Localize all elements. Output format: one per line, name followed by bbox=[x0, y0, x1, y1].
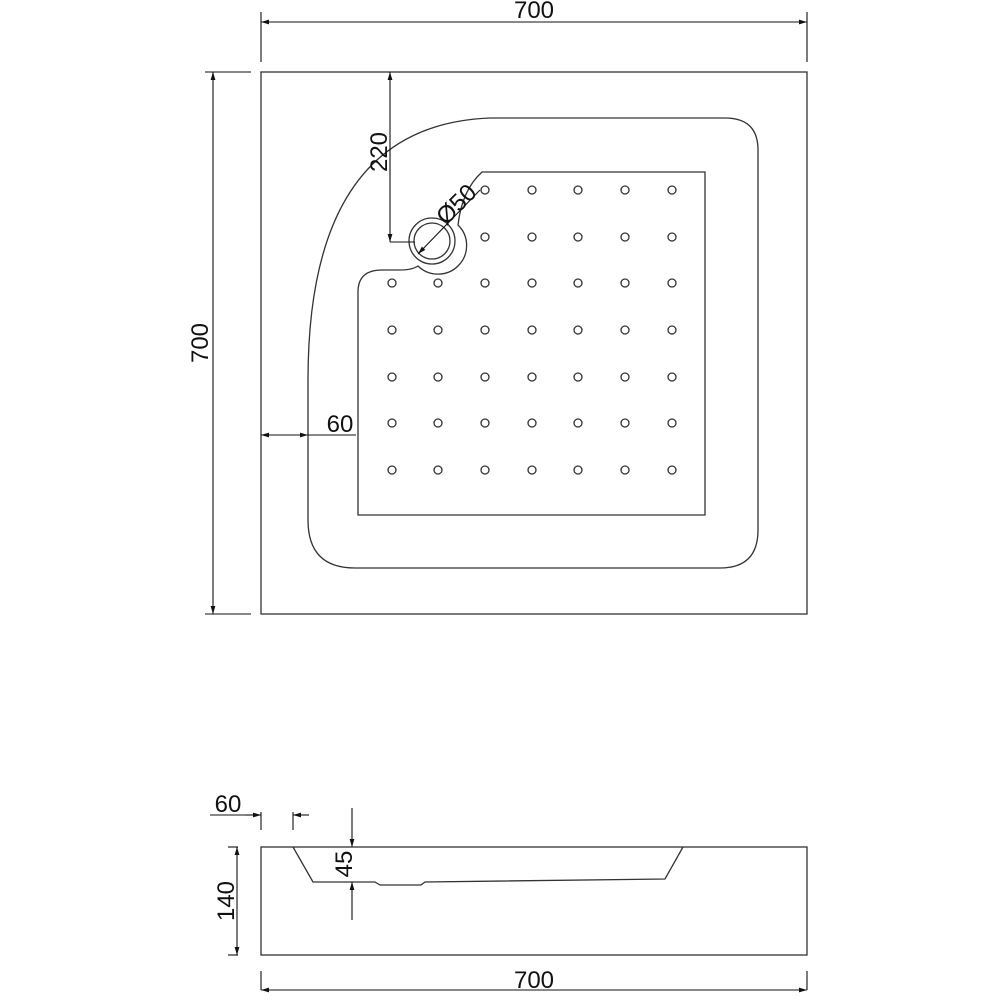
anti-slip-dots bbox=[387, 185, 677, 475]
side-outline bbox=[260, 846, 808, 956]
anti-slip-dot bbox=[667, 232, 677, 242]
anti-slip-dot bbox=[433, 278, 443, 288]
anti-slip-dot bbox=[527, 465, 537, 475]
anti-slip-dot bbox=[620, 372, 630, 382]
anti-slip-dot bbox=[573, 185, 583, 195]
anti-slip-dot bbox=[433, 325, 443, 335]
anti-slip-dot bbox=[527, 278, 537, 288]
dim-drain-diameter-label: Ø50 bbox=[431, 179, 482, 230]
top-view: 700 700 220 Ø50 60 bbox=[187, 0, 808, 615]
basin-contour bbox=[357, 171, 706, 516]
anti-slip-dot bbox=[387, 278, 397, 288]
anti-slip-dot bbox=[527, 418, 537, 428]
anti-slip-dot bbox=[480, 278, 490, 288]
tray-outline bbox=[260, 71, 808, 615]
anti-slip-dot bbox=[620, 232, 630, 242]
dim-drain-offset-label: 220 bbox=[366, 132, 393, 172]
anti-slip-dot bbox=[527, 232, 537, 242]
anti-slip-dot bbox=[667, 278, 677, 288]
anti-slip-dot bbox=[480, 185, 490, 195]
anti-slip-dot bbox=[433, 418, 443, 428]
drain-outer bbox=[408, 217, 456, 265]
anti-slip-dot bbox=[573, 278, 583, 288]
anti-slip-dot bbox=[667, 185, 677, 195]
anti-slip-dot bbox=[433, 465, 443, 475]
dim-width-label: 700 bbox=[514, 0, 554, 24]
anti-slip-dot bbox=[667, 465, 677, 475]
anti-slip-dot bbox=[573, 325, 583, 335]
dim-height-label: 140 bbox=[213, 881, 240, 921]
anti-slip-dot bbox=[387, 325, 397, 335]
anti-slip-dot bbox=[667, 372, 677, 382]
anti-slip-dot bbox=[480, 418, 490, 428]
anti-slip-dot bbox=[480, 325, 490, 335]
anti-slip-dot bbox=[480, 232, 490, 242]
anti-slip-dot bbox=[433, 372, 443, 382]
dim-side-rim-label: 60 bbox=[215, 791, 242, 818]
dim-depth-label: 700 bbox=[187, 323, 214, 363]
anti-slip-dot bbox=[387, 465, 397, 475]
anti-slip-dot bbox=[620, 278, 630, 288]
anti-slip-dot bbox=[387, 418, 397, 428]
anti-slip-dot bbox=[620, 418, 630, 428]
anti-slip-dot bbox=[620, 325, 630, 335]
side-view: 60 45 140 700 bbox=[210, 791, 808, 994]
anti-slip-dot bbox=[387, 372, 397, 382]
anti-slip-dot bbox=[480, 372, 490, 382]
drain-inner bbox=[413, 222, 451, 260]
anti-slip-dot bbox=[573, 232, 583, 242]
anti-slip-dot bbox=[527, 325, 537, 335]
side-basin-profile bbox=[292, 846, 684, 886]
dim-side-width-label: 700 bbox=[514, 967, 554, 994]
raised-rim-contour bbox=[307, 117, 759, 569]
anti-slip-dot bbox=[667, 325, 677, 335]
anti-slip-dot bbox=[620, 465, 630, 475]
anti-slip-dot bbox=[480, 465, 490, 475]
anti-slip-dot bbox=[573, 418, 583, 428]
dim-basin-depth-label: 45 bbox=[331, 851, 358, 878]
anti-slip-dot bbox=[527, 372, 537, 382]
anti-slip-dot bbox=[573, 372, 583, 382]
anti-slip-dot bbox=[573, 465, 583, 475]
dim-rim-label: 60 bbox=[327, 411, 354, 438]
anti-slip-dot bbox=[667, 418, 677, 428]
anti-slip-dot bbox=[527, 185, 537, 195]
anti-slip-dot bbox=[620, 185, 630, 195]
dim-drain-diameter-line bbox=[417, 189, 481, 255]
